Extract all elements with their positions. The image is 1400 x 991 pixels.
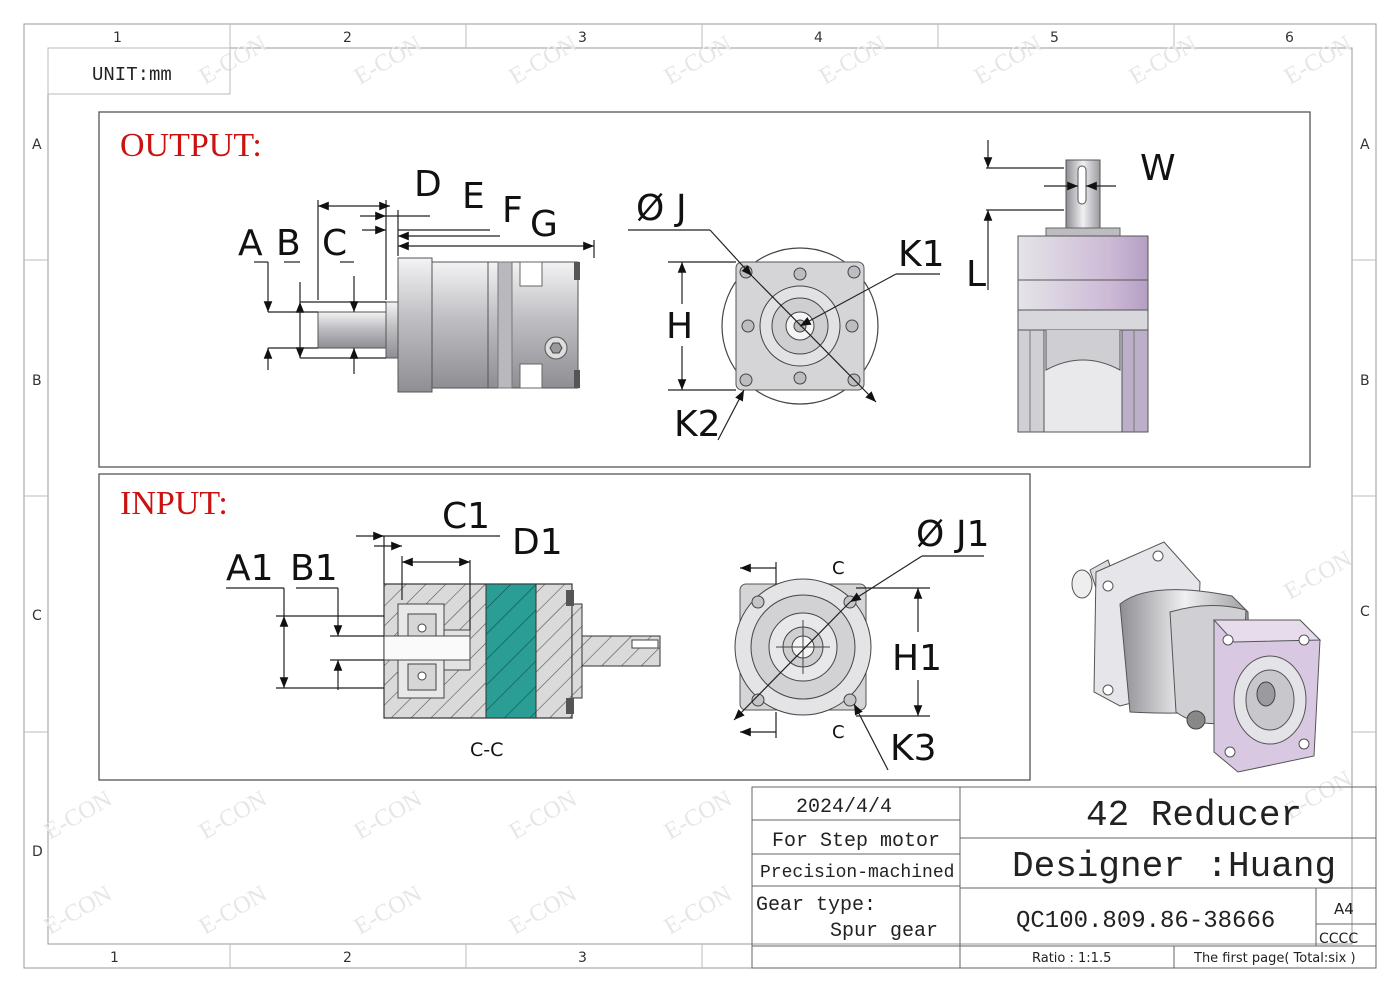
watermark-text: E-CON xyxy=(660,31,737,90)
dim-label-k1: K1 xyxy=(898,234,945,275)
watermark-text: E-CON xyxy=(1125,31,1202,90)
col-label: 6 xyxy=(1285,30,1294,46)
input-heading: INPUT: xyxy=(120,485,228,522)
col-label: 1 xyxy=(113,30,122,46)
process-text: Precision-machined xyxy=(760,863,954,883)
dim-label-a1: A1 xyxy=(226,548,274,589)
isometric-render xyxy=(1071,541,1322,773)
unit-label: UNIT:mm xyxy=(92,64,172,86)
dim-label-a: A xyxy=(238,223,263,264)
title-block xyxy=(751,786,1377,969)
dim-label-j: J xyxy=(674,188,687,229)
dim-label-l: L xyxy=(966,254,986,295)
watermark-text: E-CON xyxy=(350,786,427,845)
dim-label-f: F xyxy=(502,190,523,231)
drawing-code: CCCC xyxy=(1319,931,1358,947)
section-mark-top: C xyxy=(832,558,845,579)
col-label: 2 xyxy=(343,30,352,46)
watermark-text: E-CON xyxy=(350,881,427,940)
row-label: C xyxy=(32,608,42,624)
unit-box xyxy=(47,47,231,95)
dim-label-b1: B1 xyxy=(290,548,338,589)
watermark-text: E-CON xyxy=(505,786,582,845)
col-label: 2 xyxy=(343,950,352,966)
dim-label-e: E xyxy=(462,176,485,217)
output-right-labels: W L xyxy=(966,148,1176,295)
dim-label-k2: K2 xyxy=(674,404,721,445)
usage-text: For Step motor xyxy=(772,830,940,853)
gear-type-label: Gear type: xyxy=(756,894,876,917)
input-section-view xyxy=(383,583,661,719)
dim-label-c: C xyxy=(322,223,347,264)
dim-label-w: W xyxy=(1140,148,1176,189)
input-front-dimensions xyxy=(733,555,984,771)
input-section-dimensions xyxy=(226,531,500,690)
output-side-labels: A B C D E F G xyxy=(238,164,558,264)
row-label: B xyxy=(32,373,42,389)
paper-size: A4 xyxy=(1334,900,1354,918)
watermark-text: E-CON xyxy=(970,31,1047,90)
output-right-dimensions xyxy=(983,140,1116,290)
watermark-text: E-CON xyxy=(505,881,582,940)
watermark-text: E-CON xyxy=(350,31,427,90)
page-text: The first page( Total:six ) xyxy=(1193,951,1356,966)
output-panel xyxy=(98,111,1311,468)
dim-label-g: G xyxy=(530,204,558,245)
input-front-view xyxy=(734,578,872,716)
output-side-dimensions xyxy=(254,200,595,374)
col-label: 4 xyxy=(814,30,823,46)
col-label: 5 xyxy=(1050,30,1059,46)
dim-label-d1: D1 xyxy=(512,522,563,563)
diameter-symbol: Ø xyxy=(916,514,944,555)
designer-name: Designer :Huang xyxy=(1012,846,1336,887)
watermark-text: E-CON xyxy=(195,786,272,845)
drawing-title: 42 Reducer xyxy=(1086,795,1302,836)
watermark-text: E-CON xyxy=(815,31,892,90)
output-heading: OUTPUT: xyxy=(120,127,262,164)
section-mark-bottom: C xyxy=(832,722,845,743)
output-front-dimensions xyxy=(628,229,940,441)
diameter-symbol: Ø xyxy=(636,188,664,229)
dim-label-h: H xyxy=(666,306,693,347)
watermark-text: E-CON xyxy=(505,31,582,90)
date-text: 2024/4/4 xyxy=(796,796,892,819)
watermark-text: E-CON xyxy=(195,31,272,90)
section-label: C-C xyxy=(470,739,503,761)
input-section-labels: A1 B1 C1 D1 xyxy=(226,496,563,589)
row-label: D xyxy=(32,844,43,860)
col-label: 1 xyxy=(110,950,119,966)
row-label: A xyxy=(1360,137,1370,153)
col-label: 3 xyxy=(578,30,587,46)
dim-label-b: B xyxy=(276,223,301,264)
watermark-text: E-CON xyxy=(660,881,737,940)
output-side-view xyxy=(317,257,580,393)
title-block-text: 2024/4/4 For Step motor Precision-machin… xyxy=(756,795,1358,966)
dim-label-k3: K3 xyxy=(890,728,937,769)
watermark-text: E-CON xyxy=(40,786,117,845)
grid-labels: 1 2 3 4 5 6 1 2 3 A B C D A B C xyxy=(32,30,1370,966)
row-label: C xyxy=(1360,604,1370,620)
ratio-text: Ratio : 1:1.5 xyxy=(1032,951,1111,966)
dim-label-h1: H1 xyxy=(892,638,942,679)
sheet-frame xyxy=(23,23,1377,969)
watermark-text: E-CON xyxy=(1280,546,1357,605)
col-label: 3 xyxy=(578,950,587,966)
output-front-labels: Ø J H K1 K2 xyxy=(636,188,945,445)
row-label: A xyxy=(32,137,42,153)
dim-label-c1: C1 xyxy=(442,496,490,537)
part-number: QC100.809.86-38666 xyxy=(1016,908,1275,935)
watermark-text: E-CON xyxy=(40,881,117,940)
input-front-labels: Ø J1 H1 K3 C C xyxy=(832,514,990,769)
dim-label-d: D xyxy=(414,164,442,205)
gear-type-value: Spur gear xyxy=(830,920,938,943)
dim-label-j1: J1 xyxy=(954,514,990,555)
row-label: B xyxy=(1360,373,1370,389)
watermark-text: E-CON xyxy=(660,786,737,845)
watermark-text: E-CON xyxy=(195,881,272,940)
input-panel xyxy=(98,473,1031,781)
output-right-view xyxy=(1017,159,1149,433)
